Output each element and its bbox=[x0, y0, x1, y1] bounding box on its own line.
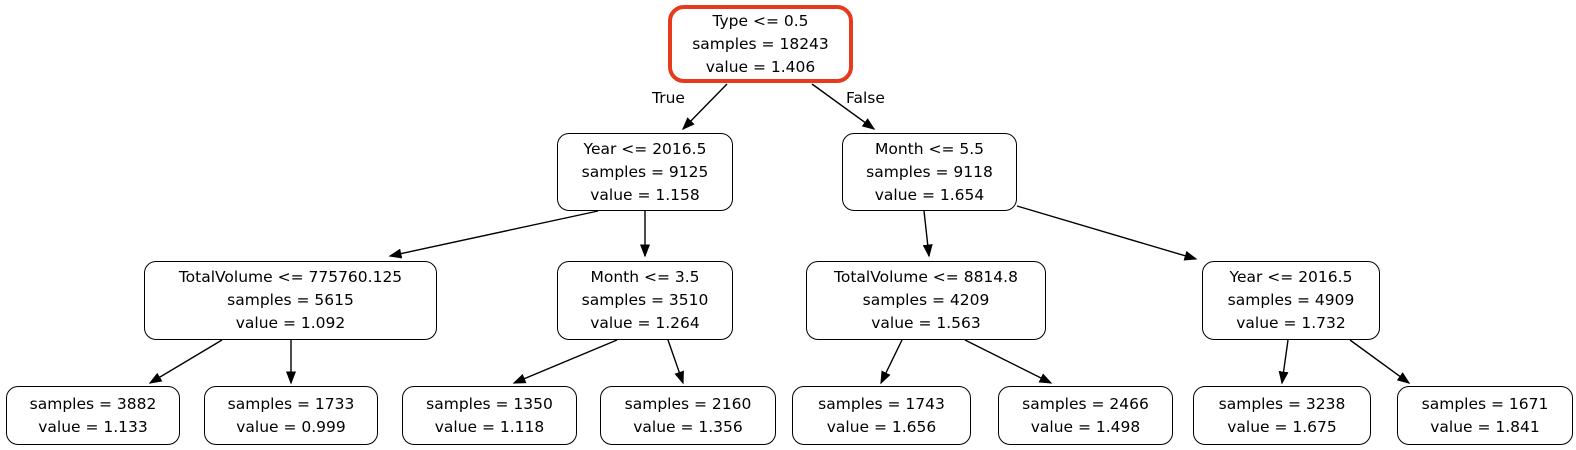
node-value-text: value = 1.118 bbox=[434, 417, 545, 436]
edge-label-false: False bbox=[846, 89, 885, 107]
node-samples-text: samples = 9118 bbox=[866, 162, 993, 181]
node-value-text: value = 1.158 bbox=[590, 185, 700, 204]
node-value-text: value = 1.732 bbox=[1236, 314, 1346, 332]
tree-node-left: Year <= 2016.5 samples = 9125 value = 1.… bbox=[557, 133, 733, 211]
edge-lr-leaf2 bbox=[512, 339, 618, 384]
edge-ll-leaf0 bbox=[148, 339, 223, 384]
tree-leaf-node: samples = 3238 value = 1.675 bbox=[1193, 386, 1371, 445]
node-condition-text: TotalVolume <= 775760.125 bbox=[178, 268, 403, 286]
node-samples-text: samples = 2466 bbox=[1022, 394, 1149, 413]
tree-leaf-node: samples = 1671 value = 1.841 bbox=[1397, 386, 1573, 445]
node-samples-text: samples = 3510 bbox=[581, 291, 709, 309]
node-samples-text: samples = 1743 bbox=[818, 394, 945, 413]
edge-r-rl bbox=[922, 210, 933, 258]
node-value-text: value = 1.675 bbox=[1227, 417, 1337, 436]
node-samples-text: samples = 1733 bbox=[227, 394, 355, 413]
node-samples-text: samples = 4909 bbox=[1227, 291, 1355, 309]
edge-rr-leaf7 bbox=[1349, 339, 1411, 384]
tree-node-right-right: Year <= 2016.5 samples = 4909 value = 1.… bbox=[1202, 261, 1380, 340]
node-value-text: value = 1.841 bbox=[1430, 417, 1540, 436]
node-samples-text: samples = 9125 bbox=[581, 162, 709, 181]
node-samples-text: samples = 5615 bbox=[227, 291, 354, 309]
tree-leaf-node: samples = 2160 value = 1.356 bbox=[600, 386, 776, 445]
node-samples-text: samples = 3238 bbox=[1218, 394, 1346, 413]
edge-root-true bbox=[681, 83, 728, 131]
tree-node-right: Month <= 5.5 samples = 9118 value = 1.65… bbox=[842, 133, 1017, 211]
node-samples-text: samples = 2160 bbox=[624, 394, 752, 413]
edge-rr-leaf6 bbox=[1278, 339, 1289, 385]
tree-node-right-left: TotalVolume <= 8814.8 samples = 4209 val… bbox=[806, 261, 1046, 340]
tree-node-left-left: TotalVolume <= 775760.125 samples = 5615… bbox=[144, 261, 437, 340]
node-samples-text: samples = 3882 bbox=[29, 394, 157, 413]
node-value-text: value = 1.406 bbox=[705, 57, 816, 76]
tree-node-left-right: Month <= 3.5 samples = 3510 value = 1.26… bbox=[557, 261, 733, 340]
edge-label-true: True bbox=[652, 89, 685, 107]
node-condition-text: Month <= 5.5 bbox=[874, 139, 985, 158]
node-value-text: value = 1.654 bbox=[874, 185, 985, 204]
node-samples-text: samples = 18243 bbox=[692, 34, 829, 53]
edge-l-ll bbox=[388, 210, 599, 259]
tree-leaf-node: samples = 1743 value = 1.656 bbox=[792, 386, 971, 445]
edge-r-rr bbox=[1016, 205, 1198, 261]
node-samples-text: samples = 4209 bbox=[862, 291, 990, 309]
node-value-text: value = 1.356 bbox=[633, 417, 743, 436]
node-samples-text: samples = 1671 bbox=[1421, 394, 1549, 413]
node-value-text: value = 1.656 bbox=[826, 417, 937, 436]
node-value-text: value = 1.264 bbox=[590, 314, 700, 332]
tree-leaf-node: samples = 2466 value = 1.498 bbox=[998, 386, 1173, 445]
node-value-text: value = 1.092 bbox=[235, 314, 346, 332]
node-condition-text: TotalVolume <= 8814.8 bbox=[834, 268, 1018, 286]
node-value-text: value = 1.133 bbox=[38, 417, 148, 436]
edge-rl-leaf5 bbox=[964, 339, 1053, 384]
node-condition-text: Year <= 2016.5 bbox=[583, 139, 707, 158]
edge-rl-leaf4 bbox=[880, 339, 903, 385]
node-condition-text: Year <= 2016.5 bbox=[1229, 268, 1353, 286]
tree-leaf-node: samples = 3882 value = 1.133 bbox=[6, 386, 180, 445]
tree-node-root: Type <= 0.5 samples = 18243 value = 1.40… bbox=[668, 5, 853, 83]
tree-leaf-node: samples = 1350 value = 1.118 bbox=[402, 386, 577, 445]
node-samples-text: samples = 1350 bbox=[426, 394, 553, 413]
node-value-text: value = 1.563 bbox=[871, 314, 981, 332]
node-value-text: value = 0.999 bbox=[236, 417, 346, 436]
tree-leaf-node: samples = 1733 value = 0.999 bbox=[204, 386, 378, 445]
node-condition-text: Month <= 3.5 bbox=[590, 268, 700, 286]
edge-lr-leaf3 bbox=[667, 339, 684, 385]
node-value-text: value = 1.498 bbox=[1030, 417, 1141, 436]
node-condition-text: Type <= 0.5 bbox=[712, 11, 809, 30]
